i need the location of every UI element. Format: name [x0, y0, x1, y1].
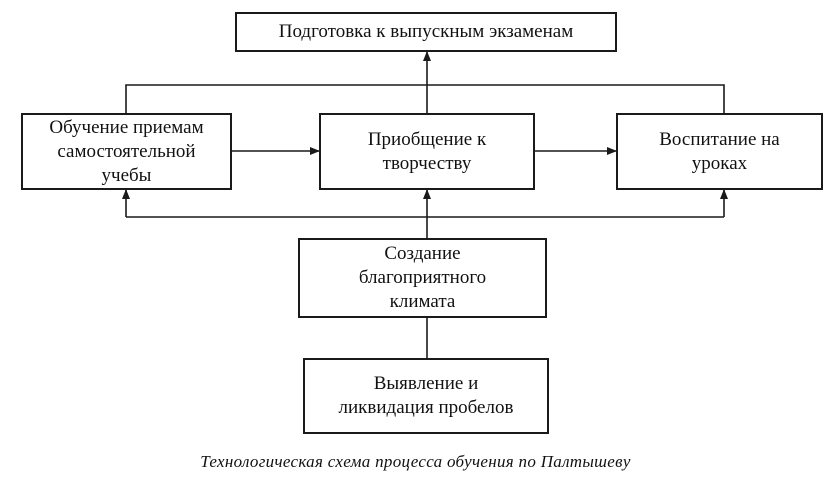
box-creativity-label: Приобщение к творчеству — [367, 128, 487, 174]
box-upbringing-label: Воспитание на уроках — [659, 128, 780, 174]
box-climate-label: Создание благоприятного климата — [358, 243, 487, 312]
box-self-study-label: Обучение приемам самостоятельной учебы — [49, 116, 204, 186]
box-upbringing: Воспитание на уроках — [616, 113, 823, 190]
box-gaps-label: Выявление и ликвидация пробелов — [338, 373, 514, 418]
box-exam-prep-label: Подготовка к выпускным экзаменам — [278, 21, 574, 42]
box-exam-prep: Подготовка к выпускным экзаменам — [235, 12, 617, 52]
box-gaps: Выявление и ликвидация пробелов — [303, 358, 549, 434]
box-creativity: Приобщение к творчеству — [319, 113, 535, 190]
diagram-caption: Технологическая схема процесса обучения … — [200, 452, 631, 471]
box-climate: Создание благоприятного климата — [298, 238, 547, 318]
top-bracket-line — [125, 84, 725, 113]
box-self-study: Обучение приемам самостоятельной учебы — [21, 113, 232, 190]
